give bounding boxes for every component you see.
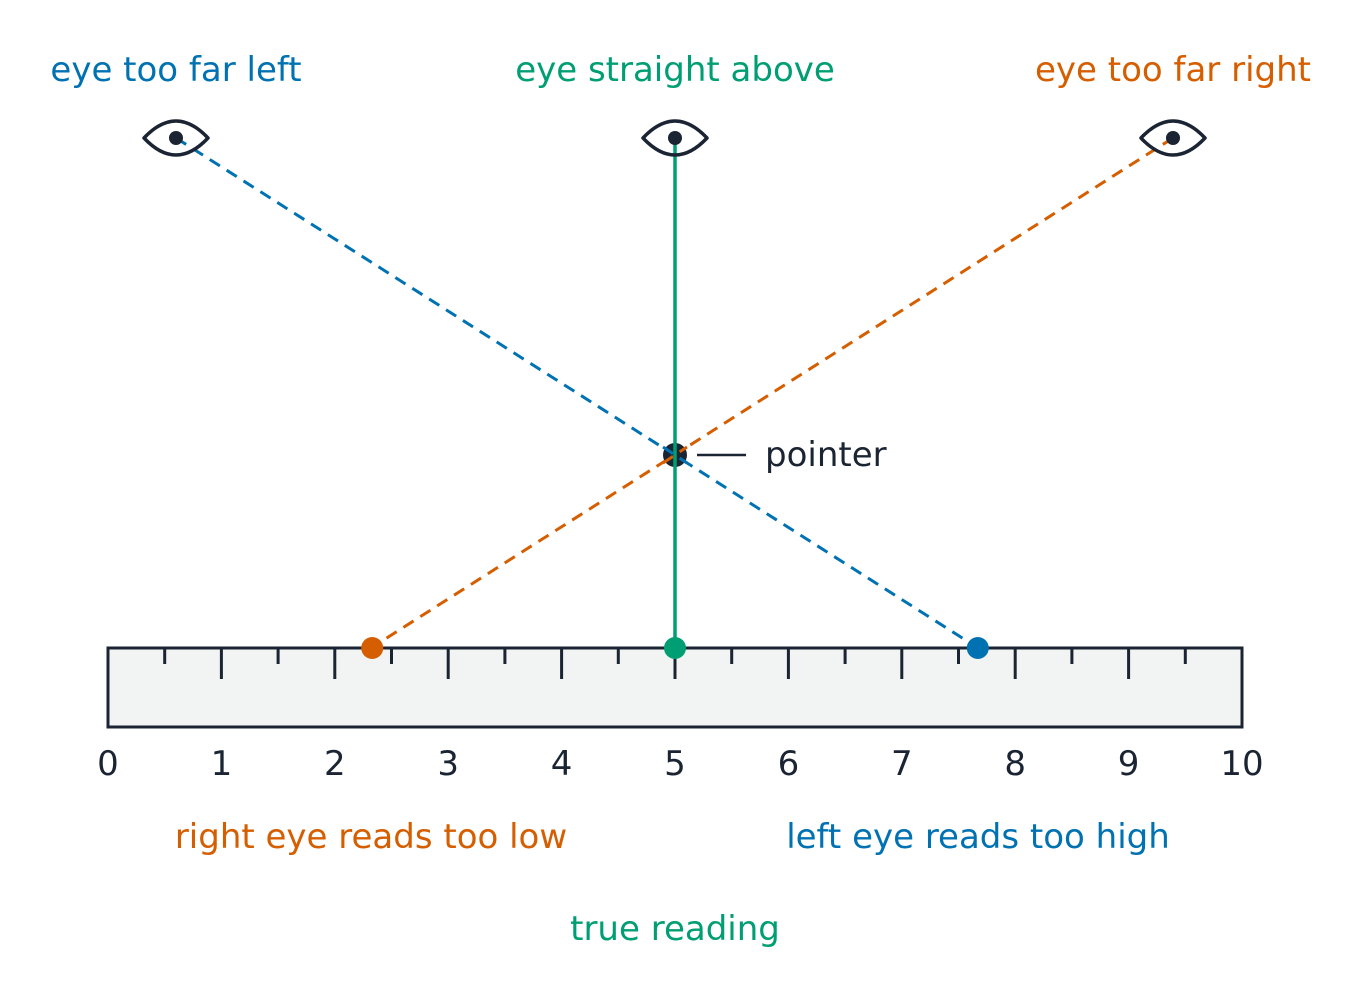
ruler-tick-label: 6 — [778, 744, 800, 784]
label-reads-too-low: right eye reads too low — [175, 817, 567, 857]
ruler-tick-label: 5 — [664, 744, 686, 784]
ruler-tick-label: 1 — [211, 744, 233, 784]
eye-icon — [641, 119, 709, 157]
pointer-cross-left — [662, 445, 688, 465]
label-eye-straight-above: eye straight above — [515, 50, 835, 90]
ruler-tick-label: 7 — [891, 744, 913, 784]
ruler-tick-label: 9 — [1118, 744, 1140, 784]
ruler-tick-label: 0 — [97, 744, 119, 784]
ruler-tick-label: 8 — [1004, 744, 1026, 784]
eye-icon — [142, 119, 210, 157]
label-eye-too-far-left: eye too far left — [50, 50, 301, 90]
label-eye-too-far-right: eye too far right — [1035, 50, 1311, 90]
reading-marker-high — [966, 637, 989, 659]
label-true-reading: true reading — [570, 909, 780, 949]
label-reads-too-high: left eye reads too high — [786, 817, 1170, 857]
ruler-labels: 0 1 2 3 4 5 6 7 8 9 10 — [97, 744, 1263, 784]
pointer-cross-right — [662, 445, 688, 465]
sight-line-right — [370, 136, 1174, 650]
ruler-tick-label: 2 — [324, 744, 346, 784]
ruler-tick-label: 3 — [437, 744, 459, 784]
reading-marker-true — [664, 637, 686, 659]
ruler-tick-label: 4 — [551, 744, 573, 784]
label-pointer: pointer — [765, 435, 887, 475]
ruler-tick-label: 10 — [1220, 744, 1263, 784]
reading-marker-low — [361, 637, 384, 659]
eye-icon — [1139, 119, 1207, 157]
sight-line-left — [175, 136, 979, 650]
